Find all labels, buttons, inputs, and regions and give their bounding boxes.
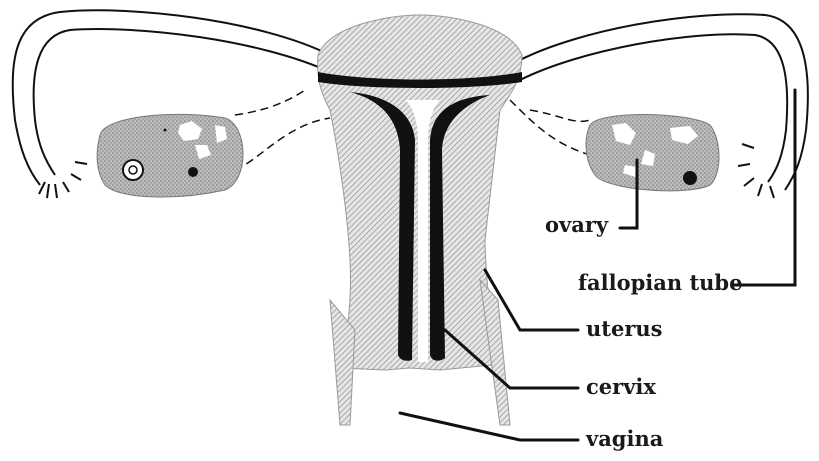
label-vagina: vagina [586, 428, 663, 449]
left-ovary [97, 114, 243, 197]
label-cervix: cervix [586, 376, 656, 397]
label-ovary: ovary [545, 214, 608, 235]
vagina-leader [400, 413, 578, 440]
right-ovary [586, 114, 719, 190]
label-fallopian-tube: fallopian tube [578, 272, 742, 293]
label-uterus: uterus [586, 318, 662, 339]
